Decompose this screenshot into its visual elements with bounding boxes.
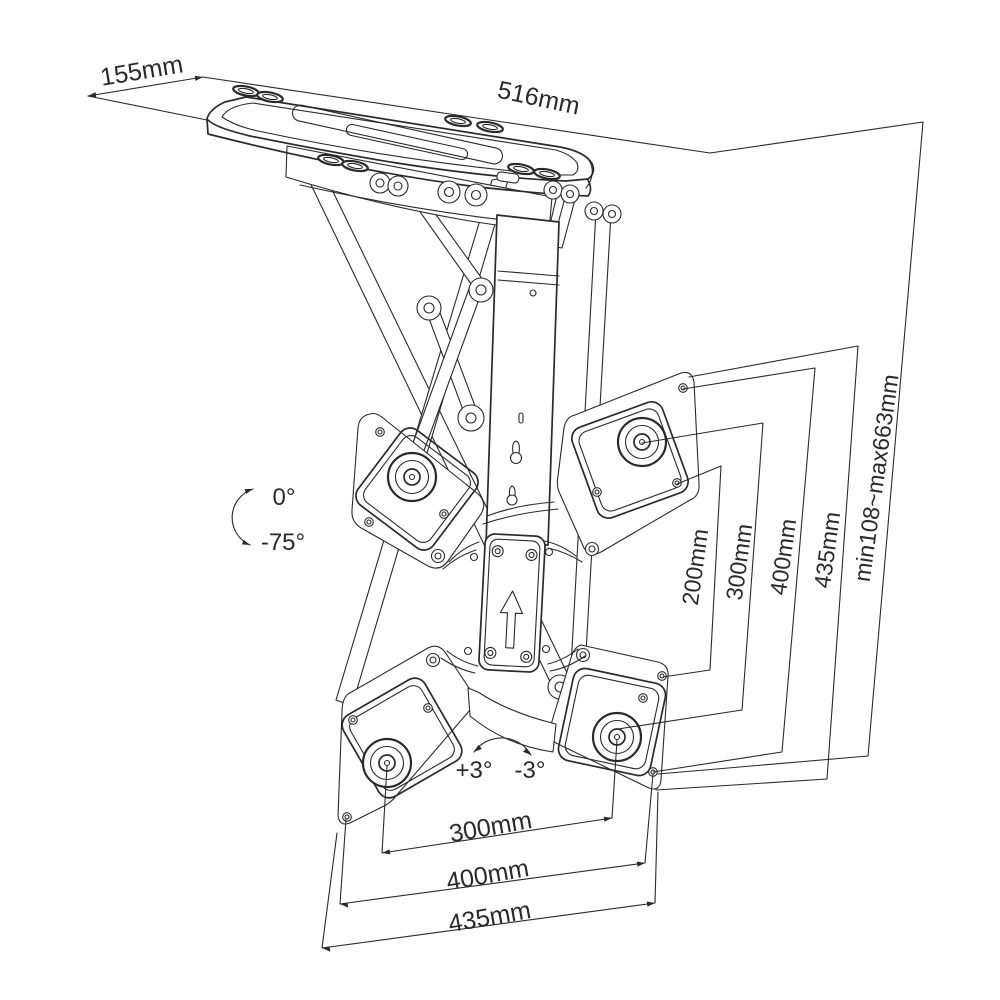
x-plate-necks — [440, 501, 586, 674]
lift-column — [485, 214, 560, 546]
label-400mm-bottom: 400mm — [444, 854, 531, 896]
vesa-x-plate — [337, 371, 700, 825]
dimension-lines — [87, 75, 924, 952]
up-arrow-icon — [499, 590, 524, 649]
grommet — [616, 416, 668, 468]
dim-line-400-bottom — [339, 773, 654, 905]
dim-line-155 — [87, 76, 204, 97]
label-435mm-bottom: 435mm — [446, 896, 533, 938]
tilt-arc — [231, 488, 254, 546]
vesa-wing-upper-right — [556, 371, 700, 557]
dim-line-435-right — [655, 345, 859, 791]
label-0deg: 0° — [273, 484, 296, 511]
dim-line-400-right — [652, 367, 816, 773]
vesa-center-plate — [478, 533, 546, 673]
dim-line-minmax — [657, 121, 924, 775]
label-155mm: 155mm — [98, 50, 185, 91]
dim-line-435-bottom — [321, 791, 659, 949]
grommet — [386, 451, 438, 503]
ceiling-plate — [206, 84, 595, 197]
dim-line-300-right — [617, 422, 764, 730]
vesa-wing-lower-left — [337, 645, 475, 825]
label-300mm-bottom: 300mm — [447, 806, 534, 848]
ext-line-155 — [87, 95, 208, 121]
label-300mm-right: 300mm — [721, 522, 757, 602]
grommet — [591, 711, 643, 763]
label-min-max: min108~max663mm — [849, 373, 904, 584]
label-plus3deg: +3° — [456, 757, 493, 784]
grommet — [361, 737, 413, 789]
vesa-wing-lower-right — [548, 644, 669, 790]
label-516mm: 516mm — [495, 76, 582, 121]
dim-line-200 — [662, 465, 722, 678]
keyhole-slots — [506, 440, 523, 506]
label-minus3deg: -3° — [515, 757, 546, 784]
dim-line-516 — [202, 76, 924, 154]
label-200mm: 200mm — [677, 527, 713, 607]
dim-line-300-bottom — [381, 739, 618, 854]
label-minus75deg: -75° — [261, 529, 305, 556]
label-435mm-right: 435mm — [809, 510, 845, 590]
ceiling-plate-pads — [232, 84, 561, 181]
bottom-tongue — [467, 687, 557, 753]
vesa-wing-upper-left — [351, 412, 485, 569]
